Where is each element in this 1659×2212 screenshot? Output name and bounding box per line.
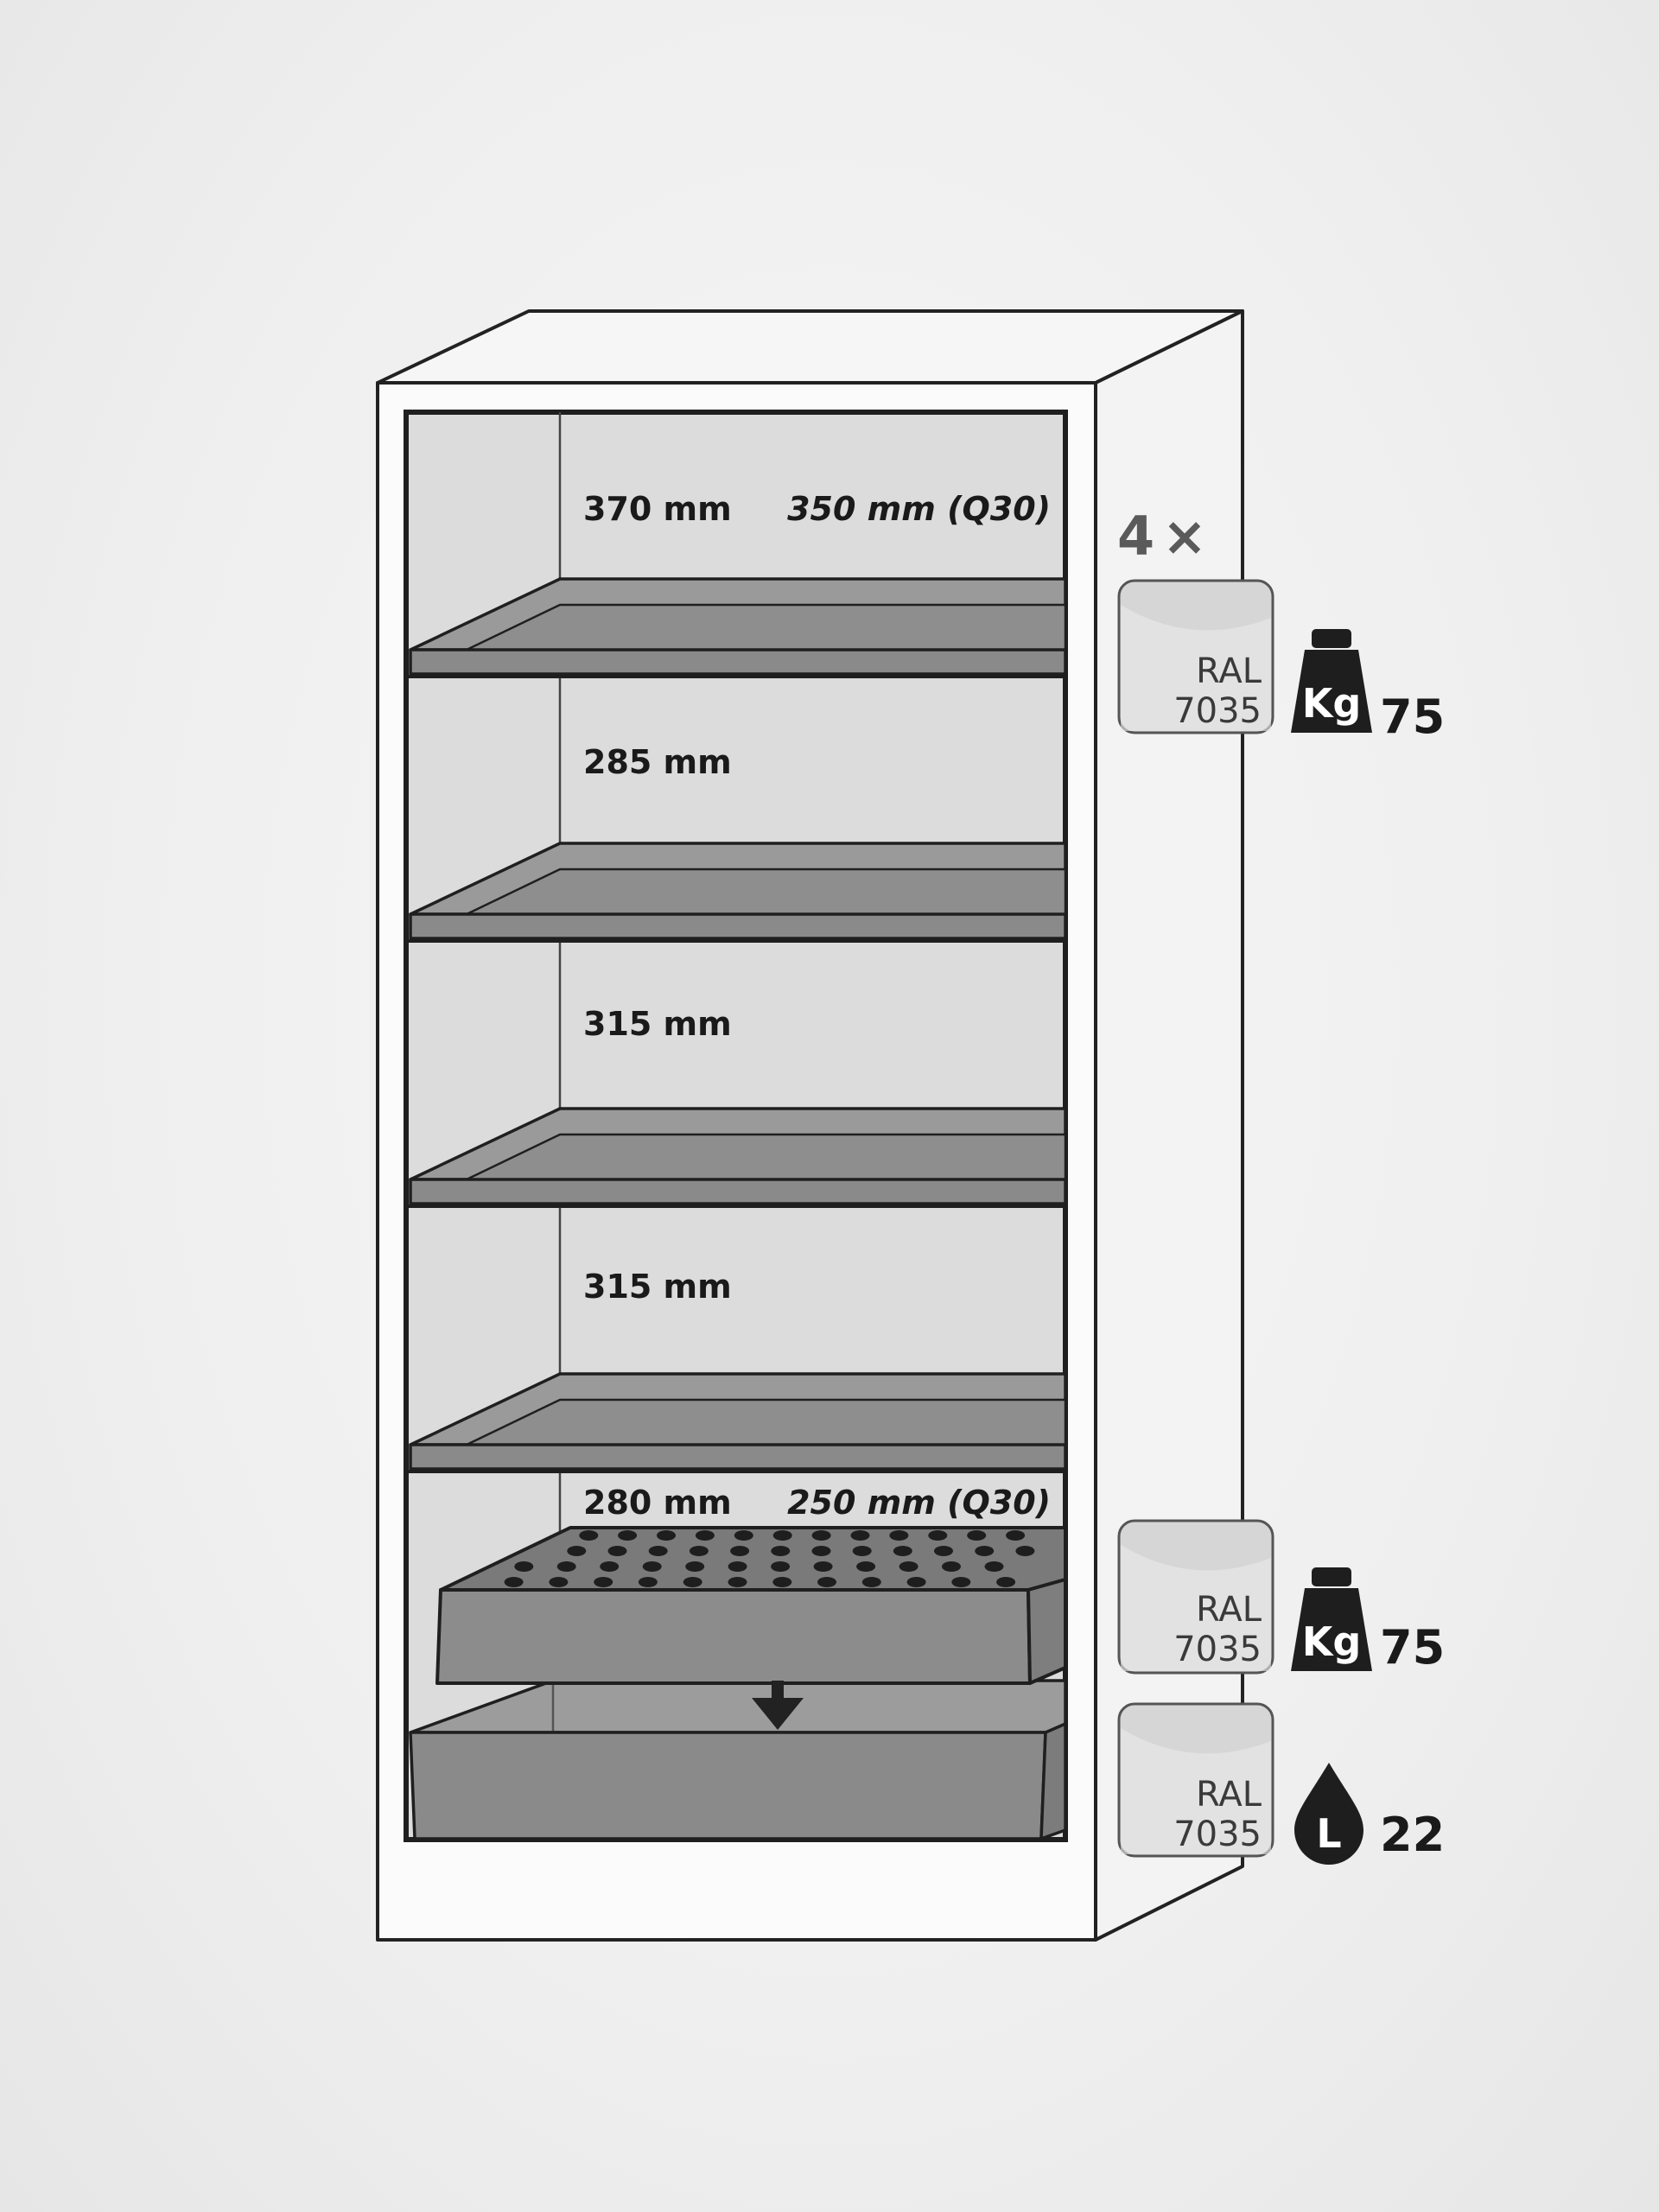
insert-hole [811,1530,831,1541]
insert-hole [567,1546,587,1556]
sump-color-swatch: RAL 7035 [1117,1702,1274,1858]
insert-hole [771,1561,791,1572]
weight-icon: Kg [1291,629,1372,733]
svg-text:7035: 7035 [1173,691,1262,731]
insert-holes [504,1530,1035,1587]
insert-hole [607,1546,627,1556]
shelf-count: 4 × [1117,505,1207,568]
insert-hole [817,1577,836,1587]
insert-hole [934,1546,953,1556]
insert-hole [695,1530,715,1541]
shelf [409,577,1067,676]
svg-text:7035: 7035 [1173,1630,1262,1669]
weight-icon: Kg [1291,1567,1372,1671]
insert-hole [579,1530,599,1541]
insert-hole [728,1577,747,1587]
insert-hole [984,1561,1004,1572]
insert-hole [889,1530,909,1541]
svg-text:RAL: RAL [1196,1590,1262,1630]
insert-hole [771,1546,791,1556]
insert-hole [899,1561,918,1572]
svg-text:×: × [1162,505,1207,568]
svg-text:RAL: RAL [1196,652,1262,691]
perforated-insert [435,1526,1067,1685]
shelf-load-value: 75 [1380,690,1445,744]
insert-hole [730,1546,750,1556]
shelf [409,842,1067,940]
svg-text:RAL: RAL [1196,1775,1262,1815]
insert-hole [638,1577,658,1587]
insert-hole [852,1546,872,1556]
insert-hole [514,1561,534,1572]
insert-hole [975,1546,995,1556]
shelf-height-label: 280 mm [583,1484,732,1522]
svg-text:L: L [1316,1810,1341,1857]
insert-hole [813,1561,833,1572]
insert-hole [689,1546,709,1556]
svg-text:7035: 7035 [1173,1815,1262,1854]
insert-hole [772,1577,792,1587]
insert-hole [594,1577,613,1587]
insert-hole [549,1577,569,1587]
svg-text:Kg: Kg [1302,1618,1362,1665]
insert-hole [942,1561,961,1572]
insert-hole [618,1530,638,1541]
insert-hole [556,1561,576,1572]
insert-hole [657,1530,676,1541]
svg-text:4: 4 [1117,505,1154,568]
insert-hole [850,1530,870,1541]
shelf-height-alt-label: 250 mm (Q30) [787,1484,1051,1522]
insert-hole [951,1577,971,1587]
insert-hole [861,1577,881,1587]
insert-hole [734,1530,753,1541]
insert-hole [1015,1546,1035,1556]
shelf [409,1107,1067,1205]
insert-hole [967,1530,987,1541]
insert-hole [685,1561,705,1572]
sump-volume-value: 22 [1380,1808,1445,1862]
insert-hole [648,1546,668,1556]
insert-load-value: 75 [1380,1620,1445,1675]
insert-hole [996,1577,1016,1587]
insert-hole [772,1530,792,1541]
insert-hole [504,1577,524,1587]
drop-icon: L [1294,1763,1363,1865]
svg-text:Kg: Kg [1302,680,1362,727]
shelf-height-label: 370 mm [583,490,732,528]
shelf-color-swatch: RAL 7035 [1117,579,1274,734]
shelf-height-alt-label: 350 mm (Q30) [787,490,1051,528]
insert-hole [856,1561,876,1572]
insert-hole [600,1561,620,1572]
insert-color-swatch: RAL 7035 [1117,1519,1274,1675]
insert-hole [811,1546,831,1556]
bottom-sump [409,1679,1067,1840]
insert-hole [642,1561,662,1572]
insert-hole [928,1530,948,1541]
shelf-height-label: 315 mm [583,1268,732,1306]
insert-hole [893,1546,912,1556]
insert-hole [1006,1530,1026,1541]
insert-hole [683,1577,702,1587]
shelf-height-label: 285 mm [583,743,732,781]
arrow-down-icon [752,1681,804,1730]
compartment-dividers [406,675,1065,1473]
insert-hole [728,1561,747,1572]
insert-hole [906,1577,926,1587]
shelf [409,1372,1067,1471]
shelf-height-label: 315 mm [583,1005,732,1043]
